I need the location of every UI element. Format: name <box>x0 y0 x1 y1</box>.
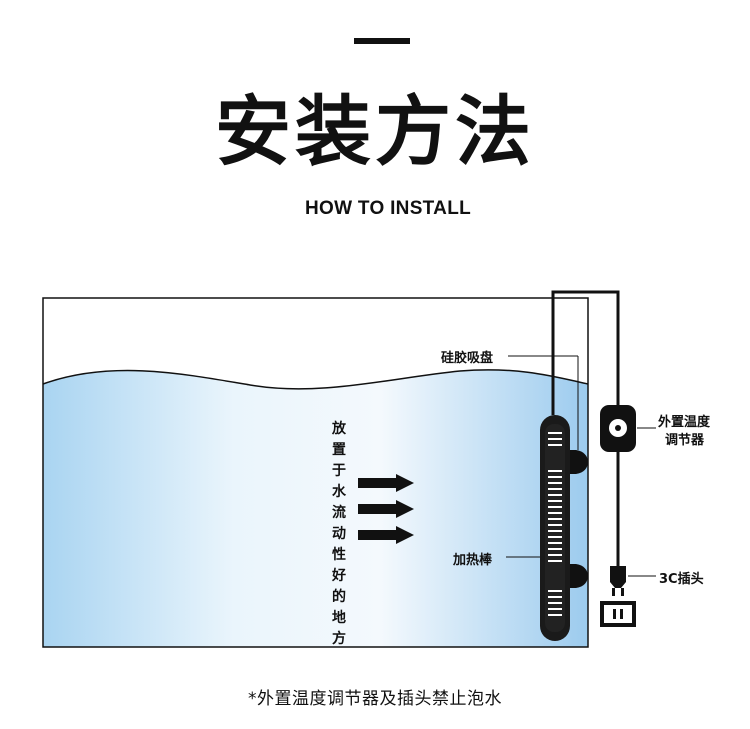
water-flow-arrows <box>358 474 414 544</box>
heater-rod-inner <box>545 424 565 632</box>
socket-slot-left <box>613 609 616 619</box>
page-subtitle: HOW TO INSTALL <box>304 198 472 219</box>
controller-label-line2: 调节器 <box>665 433 705 448</box>
placement-instruction: 放置于水流动性好的地方 <box>332 421 346 647</box>
plug-prong-right <box>621 588 624 596</box>
page-title: 安装方法 <box>215 87 535 176</box>
plug-icon <box>610 566 626 588</box>
flow-arrow-top <box>358 474 414 492</box>
flow-arrow-bottom <box>358 526 414 544</box>
flow-arrow-middle <box>358 500 414 518</box>
socket-slot-right <box>620 609 623 619</box>
power-cable <box>551 290 620 415</box>
suction-cup-label: 硅胶吸盘 <box>441 351 494 366</box>
heater-rod-label: 加热棒 <box>453 553 493 568</box>
footer-warning-note: *外置温度调节器及插头禁止泡水 <box>248 689 502 709</box>
aquarium-tank <box>42 297 589 648</box>
aquarium-water <box>43 369 588 647</box>
plug-prong-left <box>612 588 615 596</box>
controller-label-line1: 外置温度 <box>658 415 711 430</box>
plug-label: 3C插头 <box>659 572 704 587</box>
title-accent-bar <box>354 38 410 44</box>
controller-knob-center <box>615 425 621 431</box>
suction-cup-top <box>570 450 588 474</box>
water-surface-line <box>42 369 589 390</box>
suction-cup-bottom <box>570 564 588 588</box>
heater-rod-stripes <box>548 432 562 616</box>
wall-socket-face <box>604 605 632 623</box>
